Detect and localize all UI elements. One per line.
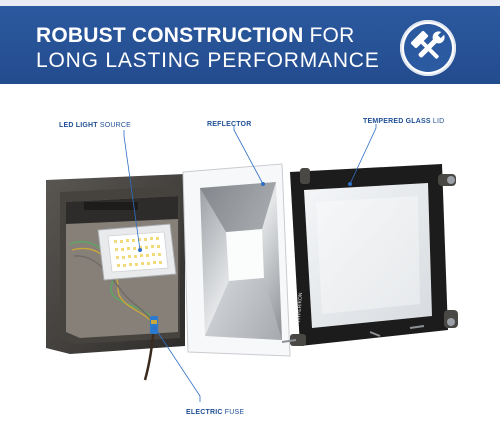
tempered-glass-lid: HYPERIKON: [281, 164, 458, 346]
callout-glass-rest: LID: [430, 118, 445, 125]
banner-title: ROBUST CONSTRUCTION FOR LONG LASTING PER…: [36, 24, 380, 74]
reflector: [182, 163, 291, 357]
callout-led-light-source: LED LIGHT SOURCE: [59, 122, 131, 129]
led-light-source: [97, 223, 177, 281]
callout-electric-fuse: ELECTRIC FUSE: [186, 409, 244, 416]
product-exploded-view: HYPERIKON: [46, 124, 458, 402]
callout-tempered-glass-lid: TEMPERED GLASS LID: [363, 118, 444, 125]
callout-led-bold: LED LIGHT: [59, 122, 98, 129]
header-banner: ROBUST CONSTRUCTION FOR LONG LASTING PER…: [0, 0, 500, 84]
callout-glass-bold: TEMPERED GLASS: [363, 118, 431, 125]
callout-fuse-bold: ELECTRIC: [186, 409, 223, 416]
banner-top-edge: [0, 0, 500, 6]
callout-fuse-rest: FUSE: [222, 409, 245, 416]
callout-reflector: REFLECTOR: [207, 121, 252, 128]
banner-subtitle: LONG LASTING PERFORMANCE: [36, 49, 380, 72]
callout-led-rest: SOURCE: [97, 122, 132, 129]
banner-title-line1: ROBUST CONSTRUCTION FOR: [36, 24, 380, 48]
callout-lines: [123, 124, 377, 402]
brand-mark: HYPERIKON: [296, 292, 304, 322]
hammer-wrench-icon: [400, 20, 456, 76]
banner-title-bold: ROBUST CONSTRUCTION: [36, 24, 304, 47]
banner-title-rest: FOR: [303, 24, 355, 47]
